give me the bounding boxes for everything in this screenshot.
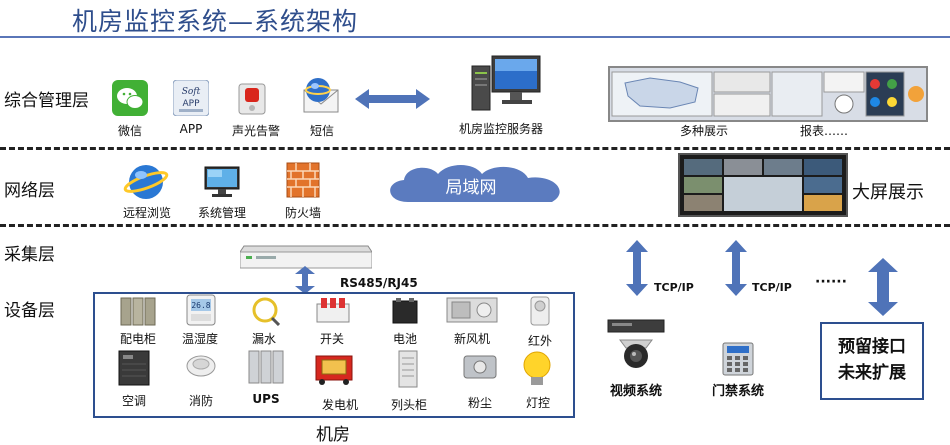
distribution-cabinet-icon bbox=[120, 297, 156, 326]
server-label: 机房监控服务器 bbox=[458, 122, 543, 136]
smoke-detector-icon bbox=[186, 355, 216, 377]
video-label: 视频系统 bbox=[609, 384, 662, 399]
light-label: 灯控 bbox=[525, 396, 550, 410]
svg-text:APP: APP bbox=[182, 99, 200, 109]
water-leak-label: 漏水 bbox=[251, 332, 276, 346]
bigscreen-panels bbox=[684, 159, 842, 211]
monitor-icon bbox=[204, 166, 240, 197]
bigscreen-wall bbox=[678, 153, 848, 217]
bigscreen-label: 大屏展示 bbox=[852, 182, 924, 203]
ups-icon bbox=[248, 350, 284, 384]
sysmgmt-label: 系统管理 bbox=[197, 206, 246, 220]
cloud-icon bbox=[390, 165, 560, 202]
room-label: 机房 bbox=[316, 425, 350, 445]
wechat-icon bbox=[112, 80, 148, 116]
water-leak-icon bbox=[252, 297, 280, 326]
layer-management: 综合管理层 bbox=[4, 91, 89, 111]
bus-label: RS485/RJ45 bbox=[340, 276, 418, 290]
remote-label: 远程浏览 bbox=[122, 206, 171, 220]
video-system-icon bbox=[607, 319, 665, 368]
temp-humidity-label: 温湿度 bbox=[181, 332, 218, 346]
generator-label: 发电机 bbox=[321, 398, 358, 412]
fire-label: 消防 bbox=[188, 394, 213, 408]
firewall-icon bbox=[286, 162, 320, 198]
layer-collection: 采集层 bbox=[4, 245, 55, 265]
infrared-label: 红外 bbox=[527, 334, 552, 348]
ups-label: UPS bbox=[252, 392, 280, 406]
fresh-air-label: 新风机 bbox=[453, 332, 490, 346]
keypad-icon bbox=[722, 342, 754, 376]
thermometer-icon: 26.8 bbox=[186, 294, 216, 326]
layer-device: 设备层 bbox=[4, 301, 55, 321]
access-label: 门禁系统 bbox=[711, 384, 764, 399]
ellipsis: ······ bbox=[815, 274, 847, 290]
head-cabinet-icon bbox=[398, 350, 418, 388]
battery-label: 电池 bbox=[392, 332, 417, 346]
layer-divider-2 bbox=[0, 224, 950, 227]
globe-icon bbox=[123, 165, 169, 199]
reserve-line-1: 预留接口 bbox=[838, 337, 906, 357]
ac-label: 空调 bbox=[121, 394, 146, 408]
room-frame bbox=[93, 292, 575, 418]
distribution-label: 配电柜 bbox=[119, 332, 156, 346]
tcp-label-2: TCP/IP bbox=[752, 281, 792, 294]
layer-network: 网络层 bbox=[4, 181, 55, 201]
switch-label: 开关 bbox=[319, 332, 344, 346]
page-title: 机房监控系统—系统架构 bbox=[72, 7, 359, 36]
lan-label: 局域网 bbox=[445, 178, 497, 198]
infrared-icon bbox=[530, 296, 550, 326]
multi-display-label: 多种展示 bbox=[679, 124, 728, 138]
sms-label: 短信 bbox=[309, 124, 334, 138]
app-icon: Soft APP bbox=[173, 80, 209, 116]
firewall-label: 防火墙 bbox=[284, 206, 321, 220]
dust-label: 粉尘 bbox=[467, 396, 492, 410]
switch-icon bbox=[316, 298, 350, 323]
svg-text:Soft: Soft bbox=[182, 87, 201, 97]
multi-display-screenshot bbox=[608, 66, 928, 122]
double-arrow-icon bbox=[355, 89, 430, 109]
tcp-label-1: TCP/IP bbox=[654, 281, 694, 294]
battery-icon bbox=[392, 298, 418, 324]
server-icon bbox=[471, 55, 541, 111]
app-label: APP bbox=[179, 122, 203, 136]
ac-icon bbox=[118, 350, 150, 386]
tcp-arrow-2-icon bbox=[725, 240, 747, 296]
sms-icon bbox=[303, 78, 339, 113]
fresh-air-icon bbox=[446, 297, 498, 323]
dust-sensor-icon bbox=[463, 355, 497, 379]
title-underline bbox=[0, 36, 950, 38]
reserve-arrow-icon bbox=[868, 258, 898, 316]
reserve-line-2: 未来扩展 bbox=[838, 363, 906, 383]
tcp-arrow-1-icon bbox=[626, 240, 648, 296]
alarm-icon bbox=[238, 83, 266, 115]
multi-display-panels bbox=[611, 71, 924, 117]
svg-text:26.8: 26.8 bbox=[191, 301, 210, 310]
alarm-label: 声光告警 bbox=[231, 124, 280, 138]
head-cabinet-label: 列头柜 bbox=[390, 398, 427, 412]
bus-arrow-icon bbox=[295, 266, 315, 294]
report-label: 报表…… bbox=[799, 124, 848, 138]
lightbulb-icon bbox=[523, 351, 551, 385]
layer-divider-1 bbox=[0, 147, 950, 150]
generator-icon bbox=[315, 355, 353, 385]
reserve-box: 预留接口 未来扩展 bbox=[820, 322, 924, 400]
wechat-label: 微信 bbox=[117, 124, 142, 138]
